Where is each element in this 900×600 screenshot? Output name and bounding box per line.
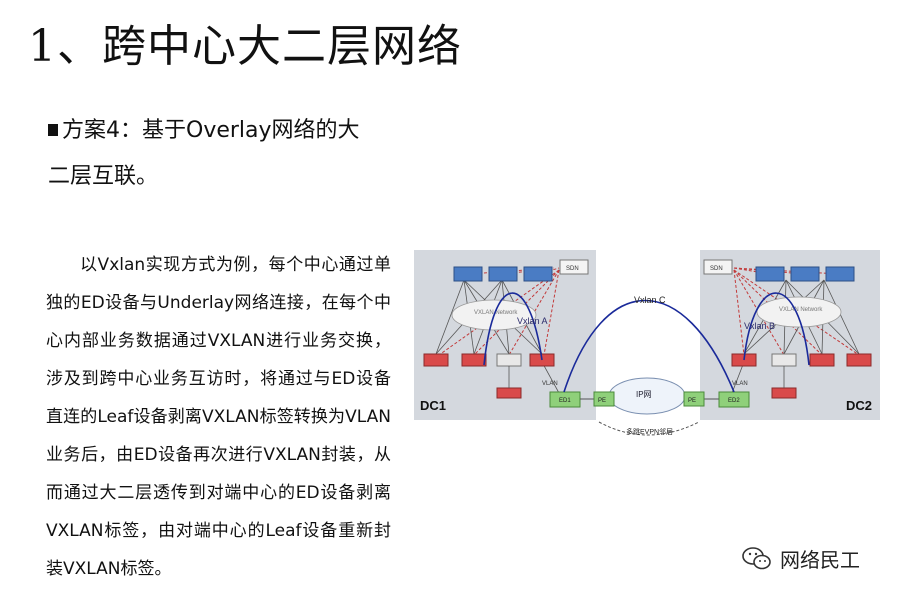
dc2-vxlan-network-label: VXLAN Network (779, 307, 823, 313)
vxlan-a-label: Vxlan A (517, 316, 548, 326)
pe-left-device (593, 391, 615, 407)
pe-left-label: PE (598, 398, 606, 404)
sdn-right-label: SDN (710, 266, 723, 272)
dc1-host (496, 387, 522, 399)
sdn-left-label: SDN (566, 266, 579, 272)
dc2-leaf-4 (846, 353, 872, 367)
dc1-spine-1 (453, 266, 483, 282)
watermark: 网络民工 (742, 544, 860, 573)
vxlan-b-label: Vxlan B (744, 321, 775, 331)
dc1-leaf-3 (496, 353, 522, 367)
evpn-note-label: 多跳EVPN邻居 (626, 427, 673, 436)
body-paragraph: 以Vxlan实现方式为例，每个中心通过单独的ED设备与Underlay网络连接，… (46, 255, 391, 579)
page-title: 1、跨中心大二层网络 (28, 21, 462, 72)
dc2-host (771, 387, 797, 399)
vxlan-c-label: Vxlan C (634, 295, 666, 305)
pe-right-label: PE (688, 398, 696, 404)
subtitle: 方案4：基于Overlay网络的大二层互联。 (48, 108, 378, 200)
dc1-leaf-2 (461, 353, 487, 367)
ed2-label: ED2 (728, 398, 740, 404)
dc2-leaf-2 (771, 353, 797, 367)
vlan-right-label: VLAN (732, 381, 748, 387)
watermark-text: 网络民工 (780, 548, 860, 572)
dc1-leaf-4 (529, 353, 555, 367)
dc1-label: DC1 (420, 398, 446, 413)
ip-network-label: IP网 (636, 390, 652, 399)
dc1-spine-3 (523, 266, 553, 282)
dc2-vxlan-cloud (756, 296, 842, 328)
dc2-spine-3 (825, 266, 855, 282)
dc2-spine-2 (790, 266, 820, 282)
dc2-leaf-3 (809, 353, 835, 367)
dc2-spine-1 (755, 266, 785, 282)
network-diagram: VXLAN Network SDN Vxlan A VLAN ED1 DC1 V… (414, 250, 880, 436)
sdn-controller-left (559, 259, 589, 275)
subtitle-text: 方案4：基于Overlay网络的大二层互联。 (48, 118, 360, 189)
vxlan-c-tunnel (563, 299, 735, 393)
bullet-square-icon (48, 124, 58, 136)
vxlan-b-tunnel (743, 292, 810, 366)
dc1-spine-2 (488, 266, 518, 282)
dc1-vxlan-network-label: VXLAN Network (474, 310, 518, 316)
evpn-neighbor-arc (598, 421, 700, 436)
pe-right-device (683, 391, 705, 407)
sdn-controller-right (703, 259, 733, 275)
dc1-leaf-1 (423, 353, 449, 367)
dc2-label: DC2 (846, 398, 872, 413)
wechat-icon (742, 546, 771, 569)
vlan-left-label: VLAN (542, 381, 558, 387)
ed1-label: ED1 (559, 398, 571, 404)
vxlan-a-tunnel (483, 292, 543, 366)
